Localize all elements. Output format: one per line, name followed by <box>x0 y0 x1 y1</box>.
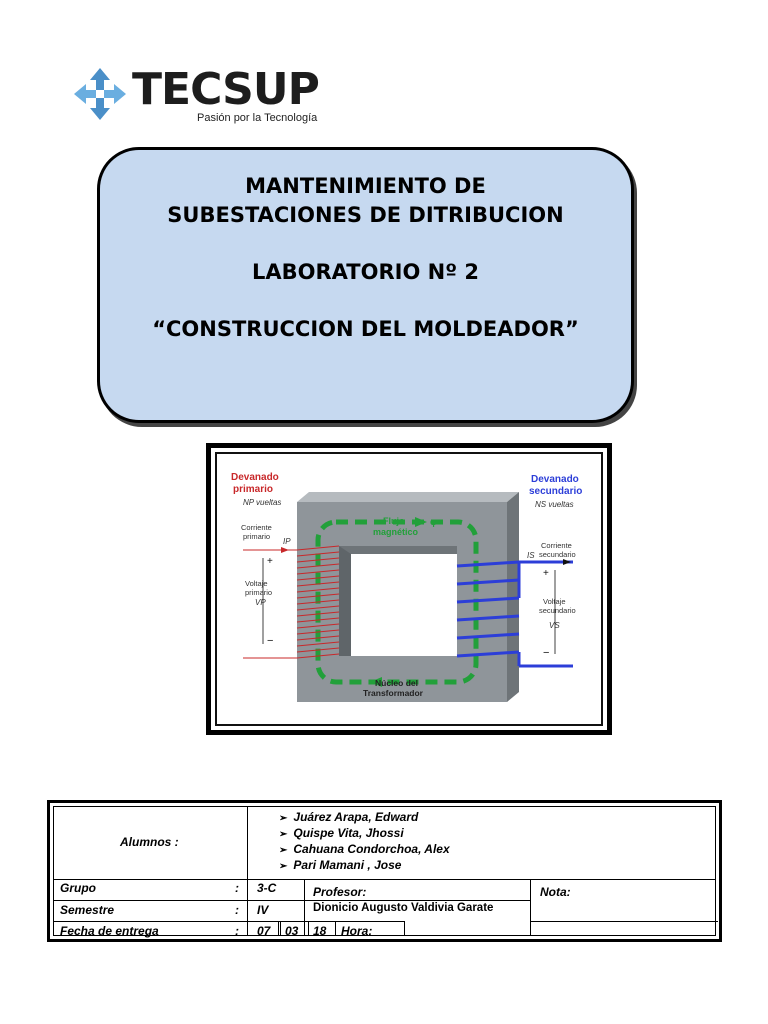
semestre-value: IV <box>257 903 269 917</box>
row-divider <box>530 921 718 922</box>
primary-title: Devanado <box>231 472 279 483</box>
primary-voltage-label: Voltaje <box>245 579 268 588</box>
nota-label: Nota: <box>540 885 571 899</box>
secondary-title: Devanado <box>531 474 579 485</box>
lab-number: LABORATORIO Nº 2 <box>252 260 479 284</box>
flux-label-2: magnético <box>373 527 419 537</box>
hora-label: Hora: <box>341 924 373 938</box>
col-divider <box>335 921 336 935</box>
secondary-minus: − <box>543 647 549 659</box>
secondary-current-label-2: secundario <box>539 550 576 559</box>
flux-arrow-bottom <box>370 677 382 687</box>
primary-voltage-symbol: VP <box>255 598 266 607</box>
secondary-current-symbol: IS <box>527 551 535 560</box>
arrow-bullet-icon: ➢ <box>279 829 288 840</box>
fecha-year: 18 <box>313 924 327 938</box>
primary-minus: − <box>267 635 273 647</box>
primary-current-arrow <box>281 547 289 553</box>
col-divider <box>308 921 309 935</box>
secondary-voltage-label-2: secundario <box>539 606 576 615</box>
core-window <box>339 546 457 656</box>
alumnos-label: Alumnos : <box>120 835 179 849</box>
flux-phi: φ <box>430 517 437 528</box>
student-item: ➢Pari Mamani , Jose <box>279 858 402 872</box>
arrow-bullet-icon: ➢ <box>279 813 288 824</box>
secondary-plus: + <box>543 568 549 579</box>
arrow-bullet-icon: ➢ <box>279 845 288 856</box>
fecha-month: 03 <box>285 924 299 938</box>
secondary-voltage-symbol: VS <box>549 621 560 630</box>
row-divider <box>54 921 404 922</box>
core-window-shadow-top <box>339 546 457 554</box>
student-item: ➢Cahuana Condorchoa, Alex <box>279 842 450 856</box>
row-divider <box>54 879 715 880</box>
student-item: ➢Juárez Arapa, Edward <box>279 810 419 824</box>
col-divider <box>247 879 248 935</box>
tecsup-logo: TECSUP Pasión por la Tecnología <box>70 62 320 132</box>
semestre-colon: : <box>235 903 239 917</box>
profesor-label: Profesor: <box>313 885 367 899</box>
flux-arrow-top <box>415 517 427 527</box>
secondary-voltage-label: Voltaje <box>543 597 566 606</box>
fecha-day: 07 <box>257 924 271 938</box>
grupo-label: Grupo <box>60 881 96 895</box>
primary-turns: NP vueltas <box>243 498 281 507</box>
flux-label: Flujo <box>383 516 405 526</box>
col-divider <box>278 921 279 935</box>
course-title-line1: MANTENIMIENTO DE <box>245 174 486 198</box>
primary-winding <box>243 545 340 659</box>
fecha-label: Fecha de entrega <box>60 924 159 938</box>
fecha-colon: : <box>235 924 239 938</box>
col-divider <box>280 921 281 935</box>
col-divider <box>404 921 405 935</box>
secondary-current-label: Corriente <box>541 541 572 550</box>
col-divider <box>304 879 305 935</box>
col-divider <box>247 807 248 879</box>
tecsup-emblem-icon <box>74 68 126 120</box>
transformer-diagram: Devanado primario NP vueltas Corriente p… <box>231 472 582 702</box>
info-table: Alumnos : ➢Juárez Arapa, Edward ➢Quispe … <box>47 800 722 942</box>
primary-current-symbol: IP <box>283 537 291 546</box>
lab-subtitle: “CONSTRUCCION DEL MOLDEADOR” <box>152 317 579 341</box>
primary-current-label-2: primario <box>243 532 270 541</box>
arrow-bullet-icon: ➢ <box>279 861 288 872</box>
secondary-title-2: secundario <box>529 486 582 497</box>
logo-tagline: Pasión por la Tecnología <box>197 112 318 124</box>
grupo-value: 3-C <box>257 881 277 895</box>
col-divider <box>530 879 531 935</box>
row-divider <box>54 900 530 901</box>
info-table-inner: Alumnos : ➢Juárez Arapa, Edward ➢Quispe … <box>53 806 718 938</box>
course-title-line2: SUBESTACIONES DE DITRIBUCION <box>167 203 564 227</box>
core-label-2: Transformador <box>363 688 424 698</box>
semestre-label: Semestre <box>60 903 115 917</box>
core-label: Núcleo del <box>375 678 418 688</box>
course-title: MANTENIMIENTO DE SUBESTACIONES DE DITRIB… <box>100 172 631 230</box>
secondary-current-arrow <box>563 559 571 565</box>
transformer-figure: Devanado primario NP vueltas Corriente p… <box>206 443 612 735</box>
primary-plus: + <box>267 556 273 567</box>
logo-wordmark: TECSUP <box>132 64 320 115</box>
grupo-colon: : <box>235 881 239 895</box>
core-top-face <box>297 492 519 502</box>
primary-title-2: primario <box>233 484 273 495</box>
transformer-figure-inner: Devanado primario NP vueltas Corriente p… <box>215 452 603 726</box>
profesor-name: Dionicio Augusto Valdivia Garate <box>313 902 494 914</box>
student-item: ➢Quispe Vita, Jhossi <box>279 826 404 840</box>
title-box: MANTENIMIENTO DE SUBESTACIONES DE DITRIB… <box>97 147 634 423</box>
primary-voltage-label-2: primario <box>245 588 272 597</box>
secondary-turns: NS vueltas <box>535 500 574 509</box>
core-window-shadow <box>339 546 351 656</box>
primary-current-label: Corriente <box>241 523 272 532</box>
